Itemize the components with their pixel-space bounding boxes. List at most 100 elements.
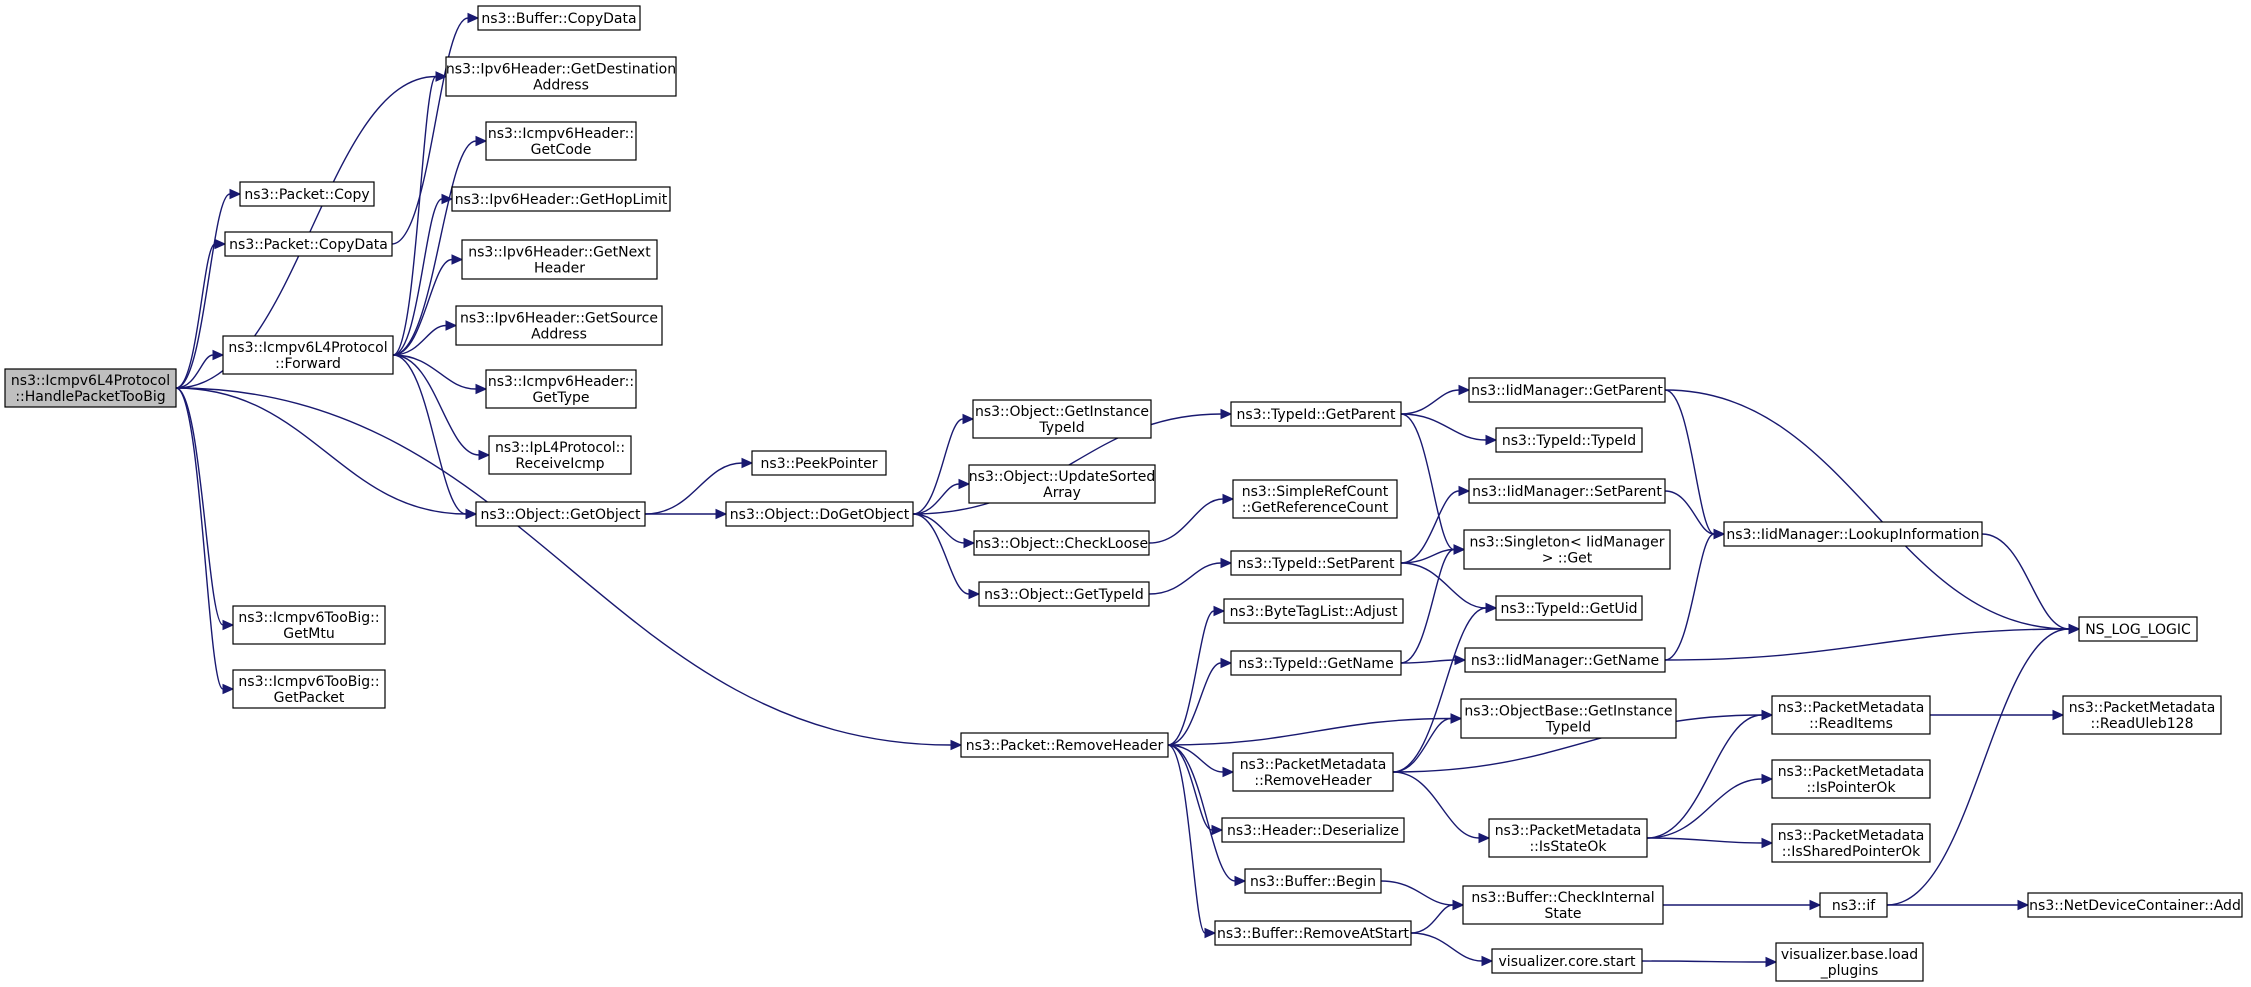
node-peekpointer[interactable]: ns3::PeekPointer (751, 450, 887, 476)
node-box[interactable] (1463, 529, 1671, 570)
node-iidm_getname[interactable]: ns3::IidManager::GetName (1464, 647, 1666, 673)
node-box[interactable] (1771, 759, 1931, 799)
node-box[interactable] (1771, 695, 1931, 735)
node-box[interactable] (1495, 595, 1643, 621)
node-vis_start[interactable]: visualizer.core.start (1491, 948, 1643, 974)
node-header_deser[interactable]: ns3::Header::Deserialize (1221, 817, 1405, 843)
node-box[interactable] (477, 5, 641, 31)
node-box[interactable] (1462, 885, 1664, 925)
node-box[interactable] (968, 464, 1156, 504)
node-icmpv6_gettype[interactable]: ns3::Icmpv6Header::GetType (485, 369, 637, 409)
node-tid_getparent[interactable]: ns3::TypeId::GetParent (1230, 401, 1402, 427)
node-tid_setparent[interactable]: ns3::TypeId::SetParent (1230, 550, 1402, 576)
node-obj_gettypeid[interactable]: ns3::Object::GetTypeId (978, 581, 1150, 607)
node-box[interactable] (222, 335, 394, 375)
node-pkt_copydata[interactable]: ns3::Packet::CopyData (224, 231, 393, 257)
node-icmp_getmtu[interactable]: ns3::Icmpv6TooBig::GetMtu (232, 605, 386, 645)
node-pm_issharedok[interactable]: ns3::PacketMetadata::IsSharedPointerOk (1771, 823, 1931, 863)
node-btl_adjust[interactable]: ns3::ByteTagList::Adjust (1223, 598, 1404, 624)
node-box[interactable] (224, 231, 393, 257)
node-icmp_getpacket[interactable]: ns3::Icmpv6TooBig::GetPacket (232, 669, 386, 709)
node-ipl4_receive[interactable]: ns3::IpL4Protocol::ReceiveIcmp (488, 435, 632, 475)
node-box[interactable] (972, 399, 1152, 439)
node-tid_getname[interactable]: ns3::TypeId::GetName (1230, 650, 1402, 676)
node-box[interactable] (1464, 647, 1666, 673)
node-singleton_get[interactable]: ns3::Singleton< IidManager> ::Get (1463, 529, 1671, 570)
node-box[interactable] (485, 369, 637, 409)
node-obj_dogetobject[interactable]: ns3::Object::DoGetObject (725, 501, 914, 527)
node-box[interactable] (1491, 948, 1643, 974)
node-root[interactable]: ns3::Icmpv6L4Protocol::HandlePacketTooBi… (4, 368, 177, 408)
node-box[interactable] (1221, 817, 1405, 843)
node-buf_copydata[interactable]: ns3::Buffer::CopyData (477, 5, 641, 31)
node-box[interactable] (1771, 823, 1931, 863)
node-box[interactable] (232, 669, 386, 709)
node-box[interactable] (475, 501, 646, 527)
node-box[interactable] (239, 181, 375, 207)
node-box[interactable] (751, 450, 887, 476)
node-icmpv6_getcode[interactable]: ns3::Icmpv6Header::GetCode (485, 121, 637, 161)
node-tid_typeid[interactable]: ns3::TypeId::TypeId (1495, 427, 1643, 453)
node-box[interactable] (455, 305, 663, 346)
node-box[interactable] (232, 605, 386, 645)
node-tid_getuid[interactable]: ns3::TypeId::GetUid (1495, 595, 1643, 621)
node-pkt_copy[interactable]: ns3::Packet::Copy (239, 181, 375, 207)
node-iidm_getparent[interactable]: ns3::IidManager::GetParent (1468, 377, 1666, 403)
node-box[interactable] (1775, 942, 1924, 982)
node-buf_removeatstart[interactable]: ns3::Buffer::RemoveAtStart (1214, 920, 1412, 946)
node-buf_begin[interactable]: ns3::Buffer::Begin (1244, 868, 1382, 894)
node-box[interactable] (2027, 892, 2243, 918)
node-box[interactable] (485, 121, 637, 161)
node-box[interactable] (725, 501, 914, 527)
node-pm_isstateok[interactable]: ns3::PacketMetadata::IsStateOk (1488, 818, 1648, 858)
node-box[interactable] (1468, 377, 1666, 403)
node-iidm_setparent[interactable]: ns3::IidManager::SetParent (1468, 478, 1666, 504)
node-box[interactable] (451, 186, 671, 212)
node-srefcount[interactable]: ns3::SimpleRefCount::GetReferenceCount (1232, 479, 1398, 519)
node-box[interactable] (1244, 868, 1382, 894)
node-forward[interactable]: ns3::Icmpv6L4Protocol::Forward (222, 335, 394, 375)
node-ns3_if[interactable]: ns3::if (1819, 892, 1888, 918)
node-pm_readitems[interactable]: ns3::PacketMetadata::ReadItems (1771, 695, 1931, 735)
node-box[interactable] (973, 530, 1150, 556)
node-box[interactable] (4, 368, 177, 408)
node-box[interactable] (1488, 818, 1648, 858)
node-box[interactable] (2078, 616, 2198, 642)
node-box[interactable] (488, 435, 632, 475)
node-box[interactable] (1723, 521, 1983, 547)
node-box[interactable] (1232, 479, 1398, 519)
node-box[interactable] (445, 56, 677, 97)
node-box[interactable] (978, 581, 1150, 607)
node-box[interactable] (1819, 892, 1888, 918)
node-box[interactable] (1230, 401, 1402, 427)
node-box[interactable] (1232, 752, 1394, 792)
node-box[interactable] (1460, 698, 1677, 739)
node-pkt_removeheader[interactable]: ns3::Packet::RemoveHeader (960, 732, 1169, 758)
node-vis_load[interactable]: visualizer.base.load_plugins (1775, 942, 1924, 982)
node-box[interactable] (1495, 427, 1643, 453)
node-ns_log_logic[interactable]: NS_LOG_LOGIC (2078, 616, 2198, 642)
node-box[interactable] (1214, 920, 1412, 946)
node-iidm_lookup[interactable]: ns3::IidManager::LookupInformation (1723, 521, 1983, 547)
node-box[interactable] (1230, 550, 1402, 576)
node-pm_ispointerok[interactable]: ns3::PacketMetadata::IsPointerOk (1771, 759, 1931, 799)
node-box[interactable] (960, 732, 1169, 758)
node-obj_checkloose[interactable]: ns3::Object::CheckLoose (973, 530, 1150, 556)
node-ndc_add[interactable]: ns3::NetDeviceContainer::Add (2027, 892, 2243, 918)
node-box[interactable] (1468, 478, 1666, 504)
node-box[interactable] (2062, 695, 2222, 735)
node-box[interactable] (1223, 598, 1404, 624)
node-obj_getobject[interactable]: ns3::Object::GetObject (475, 501, 646, 527)
node-box[interactable] (461, 239, 658, 280)
node-pm_removeheader[interactable]: ns3::PacketMetadata::RemoveHeader (1232, 752, 1394, 792)
node-box[interactable] (1230, 650, 1402, 676)
node-pm_readuleb[interactable]: ns3::PacketMetadata::ReadUleb128 (2062, 695, 2222, 735)
node-ipv6_gethop[interactable]: ns3::Ipv6Header::GetHopLimit (451, 186, 671, 212)
